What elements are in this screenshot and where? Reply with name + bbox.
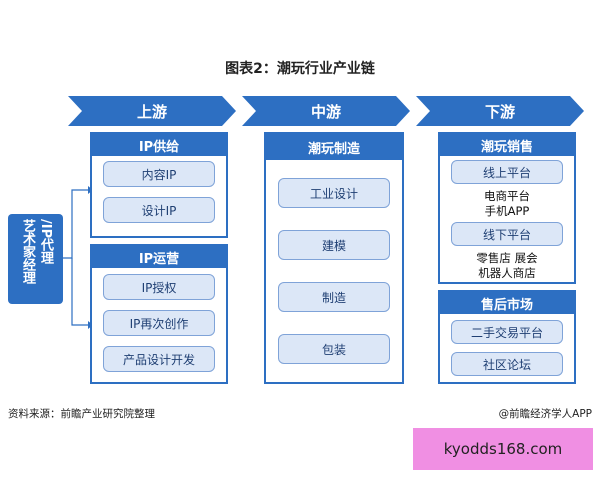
site-banner: kyodds168.com [413,428,593,470]
chart-title: 图表2：潮玩行业产业链 [225,61,375,77]
item-offline-platform: 线下平台 [451,222,563,246]
connector-to-ip-operation [71,258,88,326]
item-content-ip: 内容IP [103,161,215,187]
item-design-ip: 设计IP [103,197,215,223]
group-ip-operation-title: IP运营 [92,246,226,268]
item-ip-licensing: IP授权 [103,274,215,300]
online-sub-ecommerce: 电商平台 [484,189,530,203]
connector-to-ip-supply [63,189,88,259]
stage-midstream: 中游 [242,96,410,126]
item-online-platform: 线上平台 [451,160,563,184]
credit-note: @前瞻经济学人APP [498,408,592,420]
group-sales-title: 潮玩销售 [440,134,574,156]
stage-downstream: 下游 [416,96,584,126]
group-manufacturing-title: 潮玩制造 [266,134,402,160]
artist-manager-label-1: 艺术家经理 [20,219,35,284]
item-industrial-design: 工业设计 [278,178,390,208]
artist-manager-box: 艺术家经理 /IP代理 [8,214,63,304]
item-community-forum: 社区论坛 [451,352,563,376]
offline-sub-robot-store: 机器人商店 [478,266,536,280]
stage-upstream: 上游 [68,96,236,126]
item-packaging: 包装 [278,334,390,364]
item-ip-recreation: IP再次创作 [103,310,215,336]
group-aftermarket-title: 售后市场 [440,292,574,314]
item-manufacture: 制造 [278,282,390,312]
artist-manager-label-2: /IP代理 [38,219,53,265]
item-product-design: 产品设计开发 [103,346,215,372]
source-note: 资料来源：前瞻产业研究院整理 [8,408,155,420]
offline-sub-retail: 零售店 展会 [476,251,538,265]
group-ip-supply-title: IP供给 [92,134,226,156]
online-sub-mobile-app: 手机APP [484,204,530,218]
group-sales: 潮玩销售 [438,132,576,284]
item-modeling: 建模 [278,230,390,260]
item-secondhand-platform: 二手交易平台 [451,320,563,344]
